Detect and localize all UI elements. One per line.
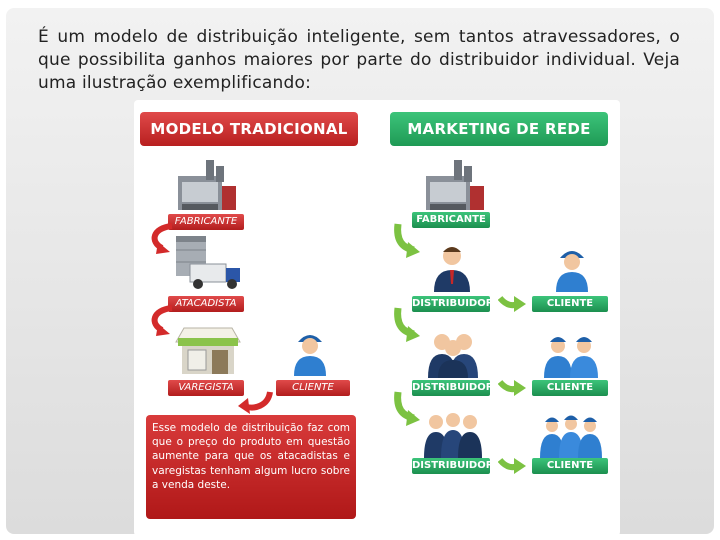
green-arrow-right-icon	[498, 380, 526, 396]
cliente-tag-green: CLIENTE	[532, 296, 608, 312]
customer-group-icon	[544, 337, 598, 378]
customer-group-icon	[540, 415, 602, 458]
distributor-icon	[434, 247, 470, 292]
red-curved-arrow-icon	[151, 305, 173, 336]
green-arrow-right-icon	[498, 458, 526, 474]
customer-icon	[556, 251, 588, 292]
red-curved-arrow-icon	[151, 223, 173, 254]
cliente-tag: CLIENTE	[276, 380, 350, 396]
cliente-tag-green: CLIENTE	[532, 380, 608, 396]
cliente-tag-green: CLIENTE	[532, 458, 608, 474]
green-curved-arrow-icon	[394, 223, 420, 258]
distribuidor-tag: DISTRIBUIDOR	[412, 380, 493, 396]
atacadista-tag: ATACADISTA	[168, 296, 244, 312]
traditional-model-note: Esse modelo de distribuição faz com que …	[146, 415, 356, 519]
store-icon	[175, 327, 241, 374]
factory-icon	[426, 160, 484, 210]
distributor-group-icon	[428, 334, 478, 378]
traditional-model-banner: MODELO TRADICIONAL	[140, 112, 358, 146]
varegista-tag: VAREGISTA	[168, 380, 244, 396]
network-marketing-banner: MARKETING DE REDE	[390, 112, 608, 146]
distribuidor-tag: DISTRIBUIDOR	[412, 296, 493, 312]
intro-paragraph: É um modelo de distribuição inteligente,…	[38, 27, 680, 93]
distributor-group-icon	[424, 413, 482, 458]
fabricante-tag: FABRICANTE	[168, 214, 244, 230]
green-curved-arrow-icon	[394, 391, 420, 426]
green-curved-arrow-icon	[394, 307, 420, 342]
green-arrow-right-icon	[498, 296, 526, 312]
factory-icon	[178, 160, 236, 210]
red-curved-arrow-icon	[238, 391, 273, 414]
distribuidor-tag: DISTRIBUIDOR	[412, 458, 493, 474]
warehouse-truck-icon	[176, 236, 240, 289]
fabricante-tag-green: FABRICANTE	[412, 212, 490, 228]
customer-icon	[294, 335, 326, 376]
